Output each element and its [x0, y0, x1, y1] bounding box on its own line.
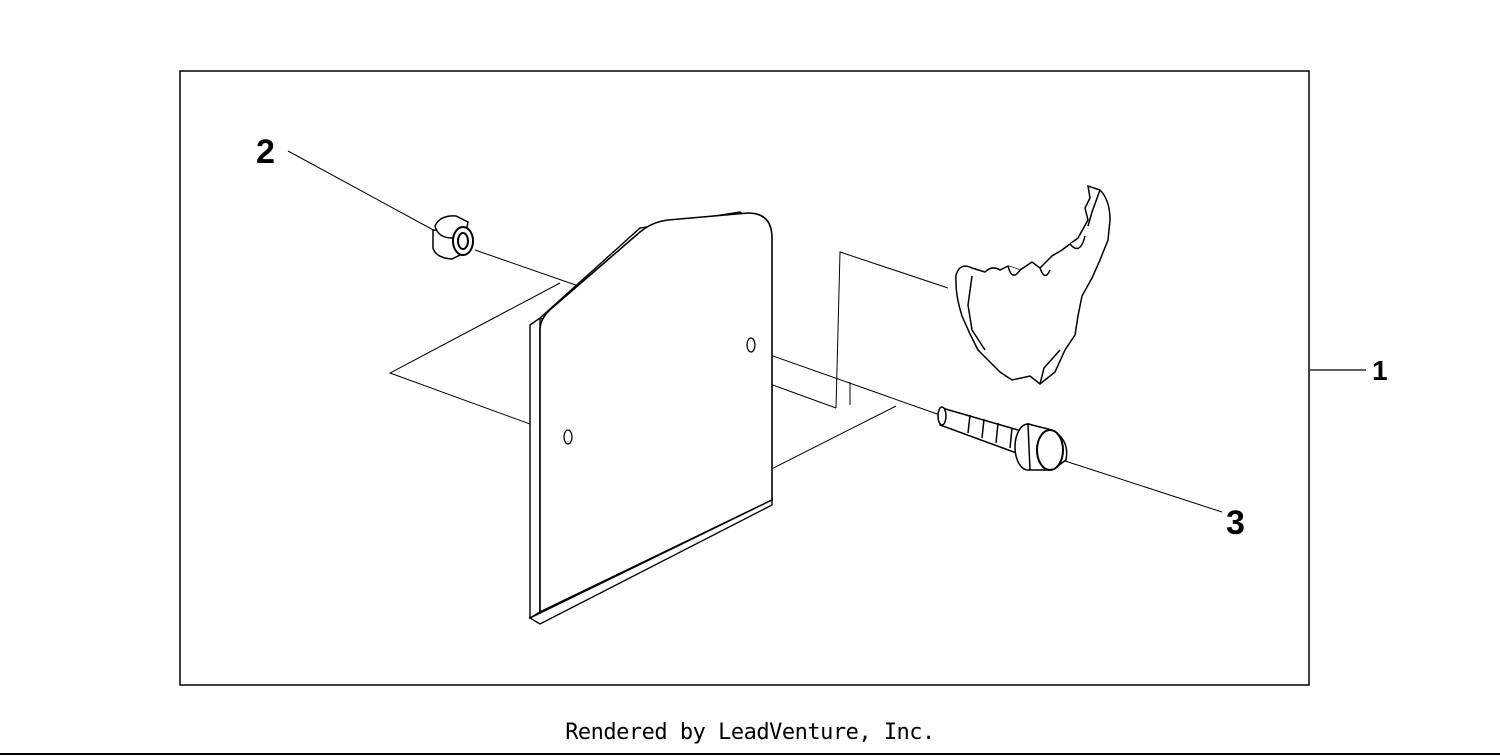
- spacer-collar: [432, 215, 474, 260]
- leader-line-3: [1061, 459, 1223, 513]
- footer-credit: Rendered by LeadVenture, Inc.: [565, 720, 935, 745]
- flange-bolt: [937, 406, 1068, 471]
- guard-plate: [528, 211, 773, 625]
- bottom-divider: [0, 753, 1500, 755]
- callout-1: 1: [1372, 355, 1388, 386]
- diagram-frame: [179, 70, 1310, 686]
- callout-3: 3: [1226, 504, 1245, 542]
- leader-line-2: [287, 150, 438, 233]
- callout-2: 2: [256, 133, 275, 171]
- curved-bracket: [955, 184, 1111, 385]
